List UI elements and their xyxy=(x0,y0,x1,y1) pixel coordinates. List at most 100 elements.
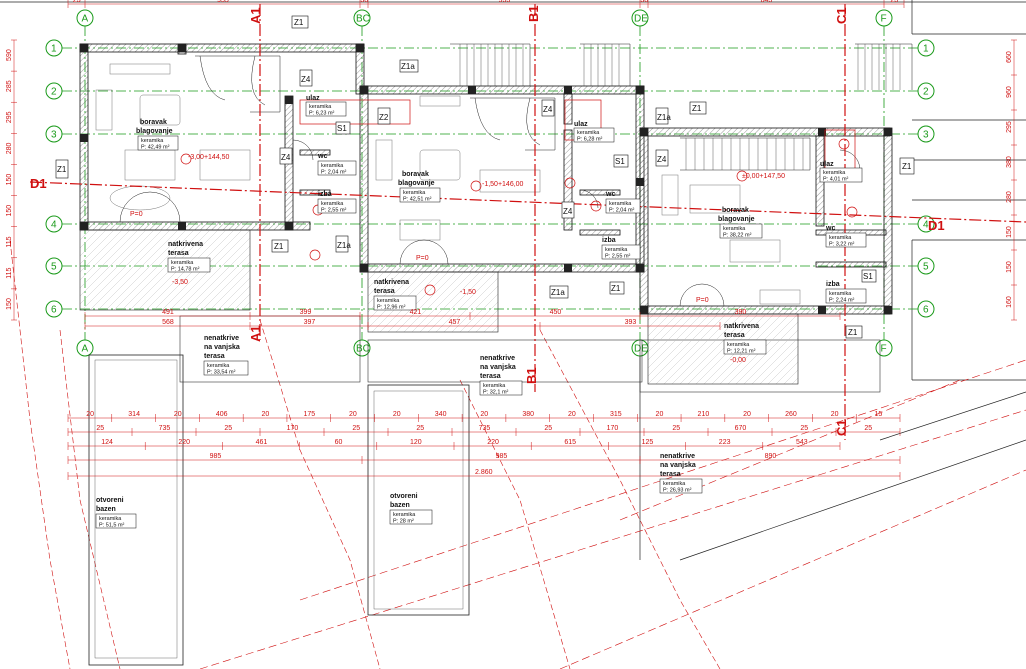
grid-bubble-F xyxy=(875,9,893,27)
grid-label-4: 4 xyxy=(51,220,57,231)
u3-entry-finish: keramika xyxy=(823,170,846,176)
u3-storage-finish: keramika xyxy=(829,291,852,297)
u3-terrace-area: P: 12,21 m² xyxy=(727,349,756,355)
u3-living-name: boravak xyxy=(722,207,749,214)
grid-label-3: 3 xyxy=(51,130,57,141)
dim-row-c-label: 60 xyxy=(335,439,343,446)
u1-storage-area: P: 2,55 m² xyxy=(321,208,347,214)
u1-wc-name: wc xyxy=(317,153,327,160)
furniture xyxy=(95,63,801,305)
column xyxy=(884,128,892,136)
dim-row-b-label: 25 xyxy=(352,425,360,432)
dim-row-a-label: 380 xyxy=(522,411,534,418)
dim-row-a-label: 314 xyxy=(128,411,140,418)
tag-z1a-u2: Z1a xyxy=(551,288,565,297)
u2-storage-name: izba xyxy=(602,237,616,244)
ot1-name: nenatkrive xyxy=(204,335,239,342)
grid-label-2: 2 xyxy=(51,87,57,98)
elevation-marker xyxy=(838,138,850,150)
u2-terrace-name: natkrivena xyxy=(374,279,409,286)
u3-wc-name: wc xyxy=(825,225,835,232)
dim-row-a-label: 20 xyxy=(393,411,401,418)
u1-level-mark: P=0 xyxy=(130,211,143,218)
u3-entry-name: ulaz xyxy=(820,161,834,168)
section-b-top: B1 xyxy=(526,5,541,22)
u1-terrace-name: natkrivena xyxy=(168,241,203,248)
dim-right-label: 660 xyxy=(1006,51,1013,63)
u1-entry-finish: keramika xyxy=(309,104,332,110)
u2-living-finish: keramika xyxy=(403,190,426,196)
ot2-name: nenatkrive xyxy=(480,355,515,362)
elevation-marker xyxy=(470,180,482,192)
column xyxy=(564,86,572,94)
column xyxy=(80,134,88,142)
section-c-bottom: C1 xyxy=(834,419,849,436)
elevation-marker xyxy=(590,200,602,212)
door-outline xyxy=(299,99,411,125)
stair-steps xyxy=(459,44,901,170)
tag-z1-u2: Z1 xyxy=(611,284,621,293)
grid-bubble-4 xyxy=(45,215,63,233)
column xyxy=(285,222,293,230)
column xyxy=(178,44,186,52)
dim-mid-a-label: 399 xyxy=(300,309,312,316)
dim-top-label: 955 xyxy=(217,0,229,4)
dim-left-label: 280 xyxy=(6,143,13,155)
u1-wc-area: P: 2,04 m² xyxy=(321,170,347,176)
grid-label-BC: BC xyxy=(356,14,370,25)
dim-row-c-label: 615 xyxy=(564,439,576,446)
u3-wc-area: P: 3,22 m² xyxy=(829,242,855,248)
u1-entry-name: ulaz xyxy=(306,95,320,102)
u1-storage-finish: keramika xyxy=(321,201,344,207)
u1-terrace-area: P: 14,78 m² xyxy=(171,267,200,273)
grid-label-6: 6 xyxy=(923,305,929,316)
dim-row-c-label: 220 xyxy=(487,439,499,446)
u2-terrace-elev: -1,50 xyxy=(460,289,476,296)
dim-right-label: 380 xyxy=(1006,156,1013,168)
grid-bubble-2 xyxy=(917,82,935,100)
u3-terrace-elev: -0,00 xyxy=(730,357,746,364)
tag-z1-left: Z1 xyxy=(57,165,67,174)
tag-z4-u2: Z4 xyxy=(563,207,573,216)
pool1-area: P: 51,5 m² xyxy=(99,523,125,529)
pool-1 xyxy=(88,354,184,666)
grid-label-6: 6 xyxy=(51,305,57,316)
dim-top-label: 23 xyxy=(890,0,898,4)
grid-bubble-A xyxy=(76,9,94,27)
pool-1-inner xyxy=(94,359,178,659)
tag-z1-u1: Z1 xyxy=(274,242,284,251)
ot3-area: P: 26,93 m² xyxy=(663,488,692,494)
dim-row-b-label: 735 xyxy=(479,425,491,432)
grid-bubble-3 xyxy=(45,125,63,143)
dim-right-label: 150 xyxy=(1006,226,1013,238)
dim-left-label: 285 xyxy=(6,80,13,92)
dim-row-a-label: 20 xyxy=(86,411,94,418)
u1-entry-area: P: 6,23 m² xyxy=(309,111,335,117)
pool1-finish: keramika xyxy=(99,516,122,522)
dim-row-a-label: 20 xyxy=(656,411,664,418)
elevation-marker xyxy=(846,206,858,218)
u3-living-area: P: 38,22 m² xyxy=(723,233,752,239)
u3-terrace-name: natkrivena xyxy=(724,323,759,330)
dim-row-b-label: 170 xyxy=(287,425,299,432)
ot3-name2: na vanjska xyxy=(660,462,696,469)
dim-right-label: 160 xyxy=(1006,296,1013,308)
u1-living-name2: blagovanje xyxy=(136,128,173,135)
u2-entry-finish: keramika xyxy=(577,130,600,136)
ot1-area: P: 33,54 m² xyxy=(207,370,236,376)
u3-living-finish: keramika xyxy=(723,226,746,232)
column xyxy=(360,264,368,272)
ot1-finish: keramika xyxy=(207,363,230,369)
u2-terrace-name2: terasa xyxy=(374,288,395,295)
dim-row-b-label: 25 xyxy=(672,425,680,432)
dim-top-label: 845 xyxy=(761,0,773,4)
tag-z1a-top: Z1a xyxy=(401,62,415,71)
column xyxy=(564,264,572,272)
dim-row-a-label: 15 xyxy=(875,411,883,418)
pool2-area: P: 28 m² xyxy=(393,519,414,525)
dim-left-label: 295 xyxy=(6,111,13,123)
u2-wc-area: P: 2,04 m² xyxy=(609,208,635,214)
section-lines xyxy=(29,4,1026,440)
